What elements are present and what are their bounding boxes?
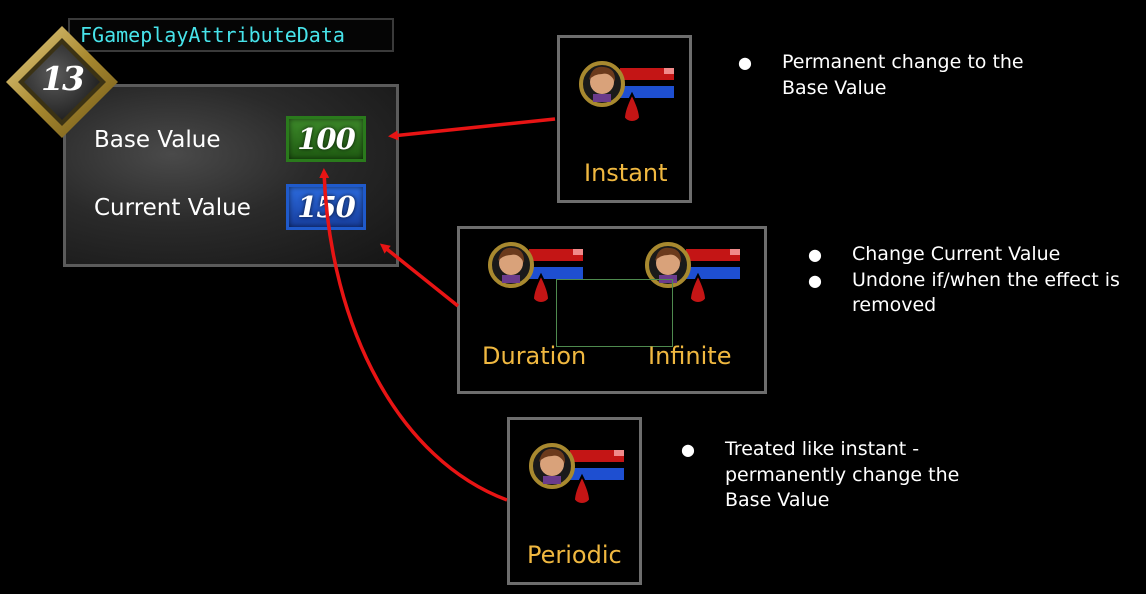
- base-value-label: Base Value: [94, 127, 221, 153]
- note-item: ●Treated like instant - permanently chan…: [681, 438, 960, 511]
- struct-name-label: FGameplayAttributeData: [68, 18, 394, 52]
- effect-label-duration: Duration: [482, 342, 587, 370]
- arrow-instant-to-base: [388, 117, 556, 141]
- effect-label-periodic: Periodic: [527, 541, 622, 569]
- current-value-label: Current Value: [94, 195, 251, 221]
- note-item: ●Undone if/when the effect is removed: [808, 268, 1120, 317]
- effect-label-instant: Instant: [584, 159, 668, 187]
- effect-card-duration: Duration Infinite: [457, 226, 767, 394]
- notes-instant: ●Permanent change to the Base Value: [738, 50, 1068, 101]
- base-value-box: 100: [286, 116, 366, 162]
- connector-frame: [556, 279, 673, 347]
- effect-card-instant: Instant: [557, 35, 692, 203]
- note-item: ●Change Current Value: [808, 243, 1061, 265]
- effect-card-periodic: Periodic: [507, 417, 642, 585]
- character-health-icon: [579, 61, 674, 123]
- level-number: 13: [41, 59, 85, 98]
- diamond-frame-icon: [6, 26, 118, 138]
- effect-label-infinite: Infinite: [648, 342, 732, 370]
- current-value-box: 150: [286, 184, 366, 230]
- notes-periodic: ●Treated like instant - permanently chan…: [681, 437, 1011, 514]
- level-badge: 13: [4, 24, 120, 140]
- note-item: ●Permanent change to the Base Value: [738, 51, 1024, 99]
- character-health-icon: [529, 443, 624, 505]
- notes-duration: ●Change Current Value ●Undone if/when th…: [808, 242, 1138, 319]
